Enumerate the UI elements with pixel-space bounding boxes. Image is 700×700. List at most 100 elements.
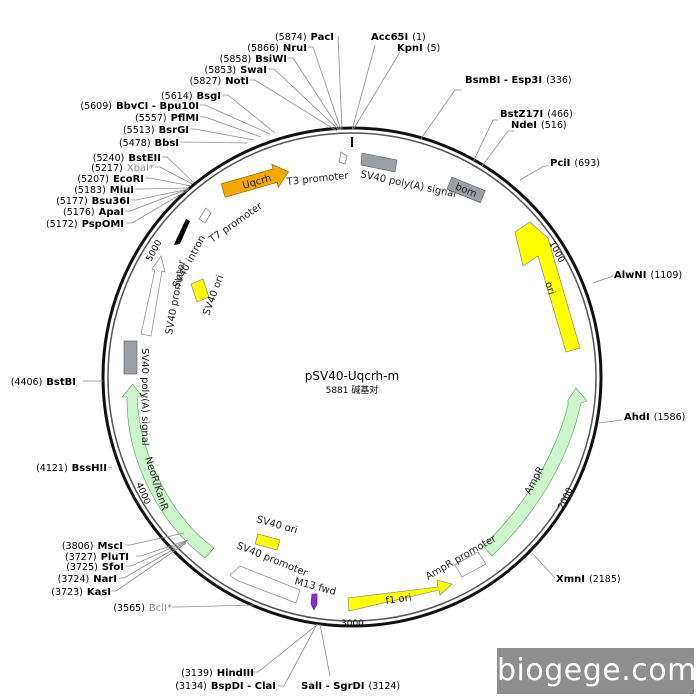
feature-uqcrh[interactable]: Uqcrh (220, 160, 292, 202)
enzyme-bsmbi-esp3i[interactable]: BsmBI - Esp3I(336) (465, 75, 572, 86)
enzyme-bbsi[interactable]: (5478)BbsI (119, 138, 179, 149)
feature-sv40-polya-top[interactable]: SV40 poly(A) signal (359, 152, 457, 200)
feature-bom-label: bom (453, 182, 478, 201)
svg-text:(3725)SfoI: (3725)SfoI (66, 562, 124, 573)
enzyme-nari[interactable]: (3724)NarI (58, 574, 117, 585)
svg-text:(4406)BstBI: (4406)BstBI (11, 377, 76, 388)
enzyme-xbai[interactable]: (5217)XbaI* (91, 163, 154, 174)
svg-text:Acc65I(1): Acc65I(1) (371, 32, 426, 43)
feature-t7-promoter-label: T7 promoter (207, 200, 266, 246)
svg-text:(5858)BsiWI: (5858)BsiWI (220, 54, 287, 65)
feature-uqcrh-label: Uqcrh (241, 173, 272, 192)
enzyme-pcii[interactable]: PciI(693) (550, 158, 600, 169)
feature-sv40-ori-bottom[interactable]: SV40 ori (254, 514, 299, 551)
plasmid-name: pSV40-Uqcrh-m (305, 369, 399, 383)
svg-text:(3134)BspDI - ClaI: (3134)BspDI - ClaI (175, 681, 276, 692)
enzyme-bcli[interactable]: (3565)BclI* (113, 603, 172, 614)
svg-text:(5183)MluI: (5183)MluI (74, 185, 134, 196)
enzyme-pflmi[interactable]: (5557)PflMI (135, 113, 199, 124)
enzyme-kasi[interactable]: (3723)KasI (51, 587, 111, 598)
svg-text:(4121)BssHII: (4121)BssHII (36, 463, 107, 474)
svg-text:PciI(693): PciI(693) (550, 158, 600, 169)
enzyme-bsrgi[interactable]: (5513)BsrGI (123, 125, 189, 136)
svg-text:(5240)BstEII: (5240)BstEII (93, 153, 161, 164)
feature-ampr-promoter[interactable]: AmpR promoter (424, 533, 499, 583)
svg-text:(5177)Bsu36I: (5177)Bsu36I (56, 196, 130, 207)
svg-text:BstZ17I(466): BstZ17I(466) (500, 109, 573, 120)
enzyme-kpni[interactable]: KpnI(5) (397, 43, 440, 54)
feature-f1-ori-label: f1 ori (385, 592, 412, 607)
enzyme-bsshii[interactable]: (4121)BssHII (36, 463, 107, 474)
watermark: biogege.com (497, 653, 697, 688)
enzyme-bsgi[interactable]: (5614)BsgI (161, 91, 221, 102)
svg-text:NdeI(516): NdeI(516) (511, 120, 567, 131)
feature-f1-ori[interactable]: f1 ori (347, 579, 453, 612)
svg-text:(5172)PspOMI: (5172)PspOMI (46, 219, 124, 230)
enzyme-sali-sgrdi[interactable]: SalI - SgrDI(3124) (301, 681, 400, 692)
feature-t3-promoter-label: T3 promoter (285, 170, 350, 188)
enzyme-swai[interactable]: (5853)SwaI (204, 65, 267, 76)
plasmid-size: 5881 碱基对 (326, 384, 379, 396)
feature-ampr[interactable]: AmpR (482, 387, 588, 557)
svg-text:(5614)BsgI: (5614)BsgI (161, 91, 221, 102)
svg-text:(3565)BclI*: (3565)BclI* (113, 603, 172, 614)
svg-text:XmnI(2185): XmnI(2185) (556, 574, 621, 585)
enzyme-bsteii[interactable]: (5240)BstEII (93, 153, 161, 164)
feature-ori[interactable]: ori (514, 221, 581, 353)
watermark-background (497, 648, 694, 694)
svg-text:(3727)PluTI: (3727)PluTI (65, 552, 129, 563)
enzyme-paci[interactable]: (5874)PacI (275, 32, 334, 43)
enzyme-acc65i[interactable]: Acc65I(1) (371, 32, 426, 43)
enzyme-hindiii[interactable]: (3139)HindIII (181, 668, 254, 679)
feature-sv40-polya-top-label: SV40 poly(A) signal (359, 169, 457, 200)
enzyme-msci[interactable]: (3806)MscI (62, 541, 123, 552)
enzyme-bsiwi[interactable]: (5858)BsiWI (220, 54, 287, 65)
enzyme-ecori[interactable]: (5207)EcoRI (77, 174, 144, 185)
enzyme-bstbi[interactable]: (4406)BstBI (11, 377, 76, 388)
enzyme-noti[interactable]: (5827)NotI (190, 76, 249, 87)
feature-ori-label: ori (542, 281, 556, 297)
svg-text:(5609)BbvCI - Bpu10I: (5609)BbvCI - Bpu10I (80, 101, 199, 112)
enzyme-bspdi-clai[interactable]: (3134)BspDI - ClaI (175, 681, 276, 692)
enzyme-apai[interactable]: (5176)ApaI (63, 207, 124, 218)
enzyme-pluti[interactable]: (3727)PluTI (65, 552, 129, 563)
svg-text:(5176)ApaI: (5176)ApaI (63, 207, 124, 218)
svg-text:(5874)PacI: (5874)PacI (275, 32, 334, 43)
svg-text:(5866)NruI: (5866)NruI (247, 43, 307, 54)
feature-sv40-promoter-bottom[interactable]: SV40 promoter (229, 541, 310, 604)
svg-text:(3723)KasI: (3723)KasI (51, 587, 111, 598)
svg-text:(3139)HindIII: (3139)HindIII (181, 668, 254, 679)
tick-2000: 2000 (557, 486, 576, 511)
enzyme-ahdi[interactable]: AhdI(1586) (624, 412, 685, 423)
enzyme-nrui[interactable]: (5866)NruI (247, 43, 307, 54)
svg-text:(5478)BbsI: (5478)BbsI (119, 138, 179, 149)
enzyme-bsu36i[interactable]: (5177)Bsu36I (56, 196, 130, 207)
svg-text:(5207)EcoRI: (5207)EcoRI (77, 174, 144, 185)
svg-text:(5513)BsrGI: (5513)BsrGI (123, 125, 189, 136)
feature-sv40-polya-left[interactable]: SV40 poly(A) signal (123, 340, 150, 446)
svg-text:(5827)NotI: (5827)NotI (190, 76, 249, 87)
enzyme-sfoi[interactable]: (3725)SfoI (66, 562, 124, 573)
svg-text:(5557)PflMI: (5557)PflMI (135, 113, 199, 124)
enzyme-xmni[interactable]: XmnI(2185) (556, 574, 621, 585)
svg-text:(3806)MscI: (3806)MscI (62, 541, 123, 552)
svg-text:KpnI(5): KpnI(5) (397, 43, 440, 54)
svg-text:BsmBI - Esp3I(336): BsmBI - Esp3I(336) (465, 75, 572, 86)
enzyme-alwni[interactable]: AlwNI(1109) (614, 270, 682, 281)
svg-text:(3724)NarI: (3724)NarI (58, 574, 117, 585)
svg-text:(5853)SwaI: (5853)SwaI (204, 65, 267, 76)
svg-text:AlwNI(1109): AlwNI(1109) (614, 270, 682, 281)
enzyme-leaders (83, 35, 623, 687)
enzyme-ndei[interactable]: NdeI(516) (511, 120, 567, 131)
feature-t7-promoter[interactable]: T7 promoter (198, 200, 266, 246)
enzyme-bstz17i[interactable]: BstZ17I(466) (500, 109, 573, 120)
feature-neor-kanr[interactable]: NeoR/KanR (121, 383, 215, 559)
enzyme-mlui[interactable]: (5183)MluI (74, 185, 134, 196)
tick-3000: 3000 (341, 619, 364, 629)
feature-m13-fwd[interactable]: M13 fwd (293, 576, 337, 611)
feature-sv40-ori-left[interactable]: SV40 ori (190, 274, 226, 317)
enzyme-psp0mi[interactable]: (5172)PspOMI (46, 219, 124, 230)
feature-t3-promoter[interactable]: T3 promoter (285, 151, 350, 188)
enzyme-bbvci-bpu10i[interactable]: (5609)BbvCI - Bpu10I (80, 101, 199, 112)
